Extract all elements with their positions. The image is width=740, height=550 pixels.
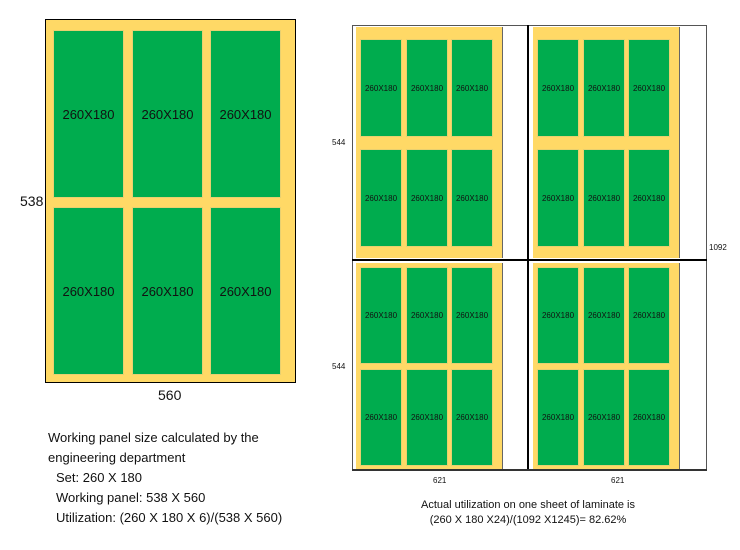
set-cell: 260X180 [210, 207, 281, 375]
sheet-height-label: 1092 [709, 243, 727, 252]
sheet-bottom-edge [352, 469, 707, 471]
set-cell: 260X180 [583, 39, 625, 137]
set-cell: 260X180 [451, 369, 493, 466]
note-line: Actual utilization on one sheet of lamin… [420, 499, 636, 511]
note-line: Working panel: 538 X 560 [56, 490, 206, 505]
utilization-note: Actual utilization on one sheet of lamin… [380, 498, 676, 528]
set-cell: 260X180 [628, 369, 670, 466]
panel-width-label-right: 621 [611, 476, 625, 485]
set-cell: 260X180 [583, 149, 625, 247]
set-cell: 260X180 [132, 30, 203, 198]
panel-width-label-left: 621 [433, 476, 447, 485]
set-cell: 260X180 [583, 267, 625, 364]
note-line: Set: 260 X 180 [56, 470, 143, 485]
set-cell: 260X180 [537, 267, 579, 364]
set-cell: 260X180 [537, 149, 579, 247]
set-cell: 260X180 [53, 30, 124, 198]
set-cell: 260X180 [406, 149, 448, 247]
set-cell: 260X180 [451, 39, 493, 137]
set-cell: 260X180 [628, 267, 670, 364]
panel-width-label: 560 [158, 387, 182, 403]
panel-height-label: 538 [20, 193, 44, 209]
set-cell: 260X180 [583, 369, 625, 466]
note-line: engineering department [48, 450, 186, 465]
engineering-note: Working panel size calculated by the eng… [48, 428, 282, 528]
set-cell: 260X180 [628, 149, 670, 247]
set-cell: 260X180 [360, 267, 402, 364]
panel-height-label-bottom: 544 [332, 362, 346, 371]
set-cell: 260X180 [537, 39, 579, 137]
set-cell: 260X180 [451, 267, 493, 364]
set-cell: 260X180 [406, 39, 448, 137]
set-cell: 260X180 [537, 369, 579, 466]
set-cell: 260X180 [210, 30, 281, 198]
set-cell: 260X180 [406, 369, 448, 466]
set-cell: 260X180 [53, 207, 124, 375]
set-cell: 260X180 [360, 39, 402, 137]
note-line: Utilization: (260 X 180 X 6)/(538 X 560) [56, 510, 283, 525]
set-cell: 260X180 [628, 39, 670, 137]
set-cell: 260X180 [406, 267, 448, 364]
set-cell: 260X180 [451, 149, 493, 247]
sheet-horizontal-divider [352, 259, 707, 261]
set-cell: 260X180 [360, 369, 402, 466]
set-cell: 260X180 [132, 207, 203, 375]
note-line: Working panel size calculated by the [48, 430, 259, 445]
panel-height-label-top: 544 [332, 138, 346, 147]
set-cell: 260X180 [360, 149, 402, 247]
note-line: (260 X 180 X24)/(1092 X1245)= 82.62% [429, 514, 627, 526]
sheet-vertical-divider [527, 25, 529, 471]
